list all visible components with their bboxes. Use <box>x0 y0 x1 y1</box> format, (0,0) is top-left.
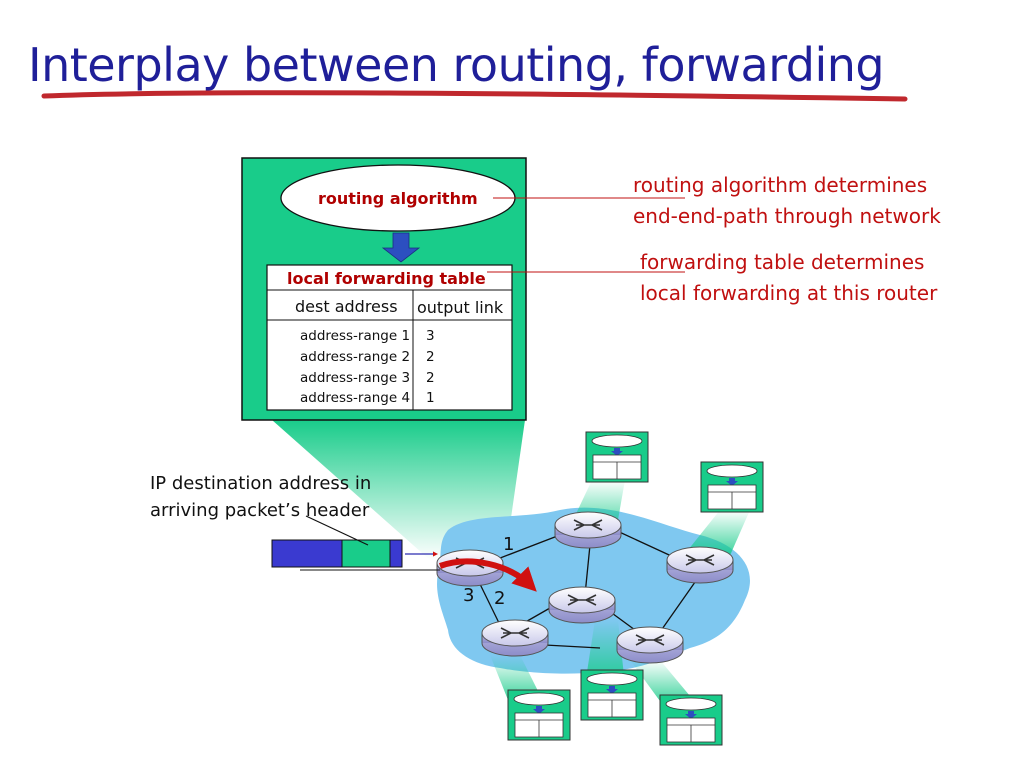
table-row-link: 3 <box>426 328 435 344</box>
port-label-3: 3 <box>463 585 475 606</box>
routing-annotation-line: routing algorithm determines <box>633 173 928 197</box>
router-bottom-left <box>481 619 549 657</box>
table-header-link: output link <box>417 298 504 317</box>
header-pointer <box>305 515 369 546</box>
forwarding-annotation: forwarding table determines local forwar… <box>640 247 937 309</box>
forwarding-annotation-line: forwarding table determines <box>640 250 925 274</box>
mini-table-center <box>580 669 644 721</box>
table-row-dest: address-range 2 <box>300 349 411 365</box>
table-row-link: 1 <box>426 390 435 406</box>
slide-title: Interplay between routing, forwarding <box>28 38 885 92</box>
forwarding-table <box>266 264 513 411</box>
routing-annotation: routing algorithm determines end-end-pat… <box>633 170 941 232</box>
router-bottom-right <box>616 626 684 664</box>
table-row-link: 2 <box>426 349 435 365</box>
packet-header <box>341 539 391 568</box>
table-row-dest: address-range 3 <box>300 370 411 386</box>
packet-note: IP destination address in arriving packe… <box>150 470 371 524</box>
forward-arrow <box>438 558 537 592</box>
beam-center <box>585 620 625 685</box>
down-arrow <box>381 232 421 263</box>
packet-note-line: IP destination address in <box>150 473 372 494</box>
routing-annotation-line: end-end-path through network <box>633 204 941 228</box>
table-row-dest: address-range 4 <box>300 390 411 406</box>
table-row-link: 2 <box>426 370 435 386</box>
table-header-dest: dest address <box>295 297 398 316</box>
mini-table-top <box>585 431 649 483</box>
table-title: local forwarding table <box>287 269 486 288</box>
router-top <box>554 511 622 549</box>
router-center <box>548 586 616 624</box>
mini-table-left <box>507 689 571 741</box>
router-right <box>666 546 734 584</box>
forwarding-annotation-line: local forwarding at this router <box>640 281 938 305</box>
port-label-1: 1 <box>503 534 515 555</box>
table-row-dest: address-range 1 <box>300 328 411 344</box>
mini-table-right <box>700 461 764 513</box>
mini-table-bottom-right <box>659 694 723 746</box>
title-underline <box>41 90 908 102</box>
packet-note-line: arriving packet’s header <box>150 500 370 521</box>
port-label-2: 2 <box>494 588 506 609</box>
routing-algorithm-label: routing algorithm <box>318 189 478 208</box>
